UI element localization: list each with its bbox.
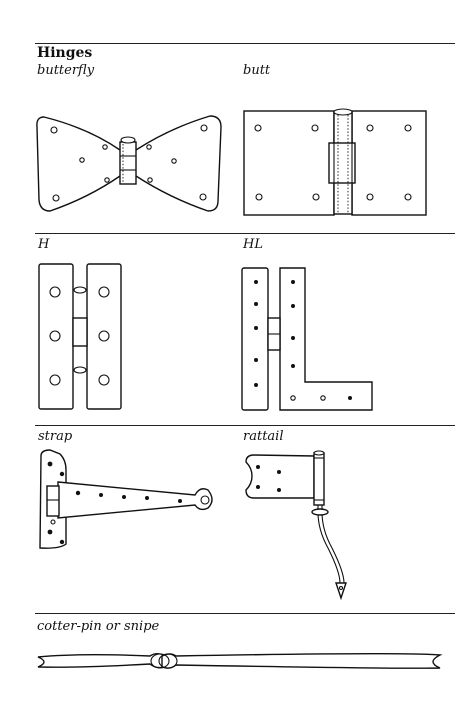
divider-3 (35, 613, 455, 614)
divider-top (35, 43, 455, 44)
label-h: H (38, 237, 50, 252)
label-cotter-pin: cotter-pin or snipe (37, 619, 160, 634)
label-strap: strap (38, 429, 73, 444)
divider-1 (35, 233, 455, 234)
label-butterfly: butterfly (37, 63, 95, 78)
page-title: Hinges (37, 45, 93, 61)
divider-2 (35, 425, 455, 426)
label-butt: butt (243, 63, 271, 78)
label-hl: HL (243, 237, 263, 252)
label-rattail: rattail (243, 429, 284, 444)
